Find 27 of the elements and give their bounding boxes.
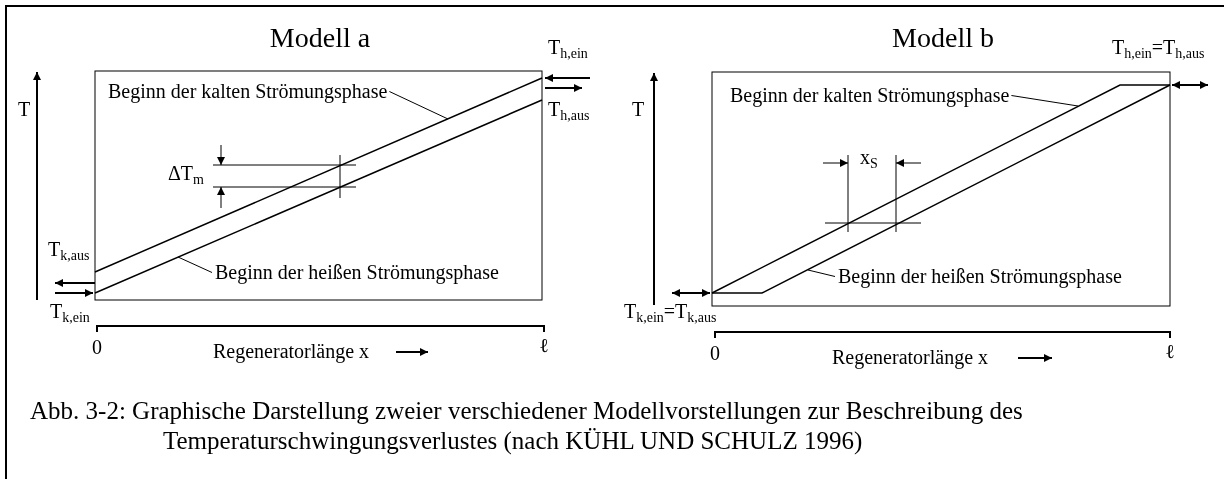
axis-label: T [18,98,31,121]
tick-label: 0 [92,336,102,359]
figure-caption: Abb. 3-2: Graphische Darstellung zweier verschiedener Modellvorstellungen zur Beschreibung des Temperaturschwingungsverlustes (nach KÜHL UND SCHULZ 1996) [30,396,1024,456]
leader-line [177,256,213,273]
dimension-label: x$_{S}$ [860,146,878,169]
axis-label: Regeneratorlänge x [213,340,370,363]
leader-line [807,269,836,277]
temperature-label: T$_{h,ein}$ [548,36,588,59]
temperature-label: T$_{k,ein}$=T$_{k,aus}$ [624,300,717,323]
dimension-label: ΔT$_{m}$ [168,162,204,185]
annotation-text: Beginn der heißen Strömungsphase [215,261,499,284]
tick-label: 0 [710,342,720,365]
panel-title: Modell b [892,22,994,55]
tick-label: ℓ [1165,340,1175,363]
leader-line [388,91,449,120]
temperature-label: T$_{k,ein}$ [50,300,90,323]
annotation-text: Beginn der heißen Strömungsphase [838,265,1122,288]
panel-title: Modell a [269,22,371,55]
annotation-text: Beginn der kalten Strömungsphase [730,84,1010,107]
temperature-label: T$_{h,ein}$=T$_{h,aus}$ [1112,36,1205,59]
leader-line [1010,95,1079,107]
temperature-label: T$_{k,aus}$ [48,238,90,261]
tick-label: ℓ [539,334,549,357]
annotation-text: Beginn der kalten Strömungsphase [108,80,388,103]
axis-label: Regeneratorlänge x [832,346,989,369]
temperature-label: T$_{h,aus}$ [548,98,590,121]
axis-label: T [632,98,645,121]
